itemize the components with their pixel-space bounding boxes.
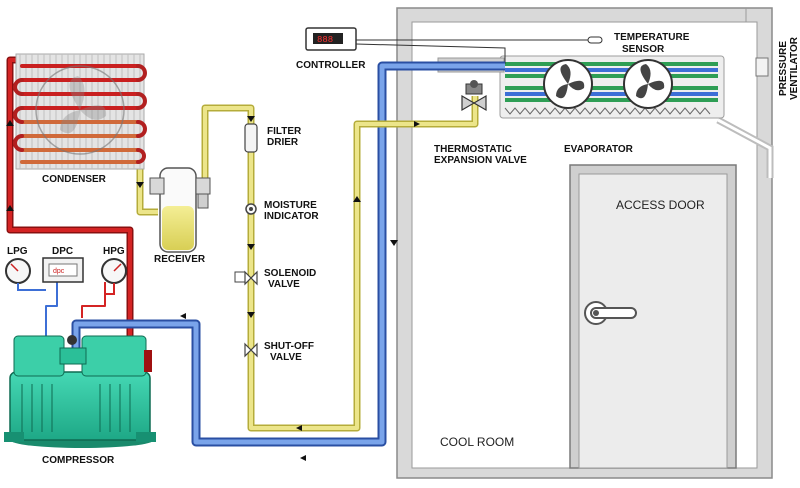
pressure-ventilator: [716, 57, 774, 178]
controller-label: CONTROLLER: [296, 60, 366, 71]
moisture-indicator-label: MOISTURE: [264, 200, 317, 211]
solenoid-valve-label-2: VALVE: [268, 279, 300, 290]
door-handle-icon[interactable]: [584, 301, 637, 325]
expansion-valve-icon: [461, 80, 487, 112]
pressure-ventilator-label: PRESSURE VENTILATOR: [778, 36, 800, 100]
moisture-indicator-label-2: INDICATOR: [264, 211, 319, 222]
dpc-label: DPC: [52, 246, 73, 257]
temperature-sensor: [355, 36, 603, 64]
filter-drier: [244, 123, 258, 153]
shutoff-valve-label: SHUT-OFF: [264, 341, 314, 352]
liquid-line: [136, 96, 479, 432]
shutoff-valve-icon[interactable]: [244, 342, 258, 358]
svg-text:VENTILATOR: VENTILATOR: [789, 36, 800, 100]
evaporator-label: EVAPORATOR: [564, 144, 634, 155]
controller[interactable]: 888: [305, 27, 357, 51]
condenser-label: CONDENSER: [42, 174, 107, 185]
dpc-switch: dpc: [42, 257, 84, 283]
expansion-valve-label-2: EXPANSION VALVE: [434, 155, 527, 166]
receiver-label: RECEIVER: [154, 254, 206, 265]
shutoff-valve-label-2: VALVE: [270, 352, 302, 363]
svg-text:dpc: dpc: [53, 268, 65, 275]
receiver: [149, 167, 211, 253]
expansion-valve-label: THERMOSTATIC: [434, 144, 512, 155]
filter-drier-label-2: DRIER: [267, 137, 299, 148]
solenoid-valve-icon[interactable]: [234, 270, 258, 286]
hpg-gauge-icon: [101, 258, 127, 295]
filter-drier-label: FILTER: [267, 126, 302, 137]
lpg-gauge-icon: [5, 258, 46, 291]
evaporator-fan-icon: [623, 59, 673, 109]
condenser: [13, 53, 147, 170]
moisture-indicator-icon: [245, 203, 257, 215]
solenoid-valve-label: SOLENOID: [264, 268, 316, 279]
temperature-sensor-label: TEMPERATURE: [614, 32, 690, 43]
compressor-label: COMPRESSOR: [42, 455, 115, 466]
svg-text:PRESSURE: PRESSURE: [778, 41, 789, 96]
hpg-label: HPG: [103, 246, 125, 257]
compressor: [4, 335, 156, 448]
cool-room-label: COOL ROOM: [440, 435, 514, 449]
temperature-sensor-label-2: SENSOR: [622, 44, 665, 55]
svg-text:888: 888: [317, 35, 333, 45]
access-door[interactable]: [569, 164, 737, 469]
flow-arrow-icon: [6, 116, 420, 461]
access-door-label: ACCESS DOOR: [616, 198, 705, 212]
lpg-label: LPG: [7, 246, 28, 257]
evaporator-fan-icon: [543, 59, 593, 109]
suction-line: [45, 61, 505, 447]
